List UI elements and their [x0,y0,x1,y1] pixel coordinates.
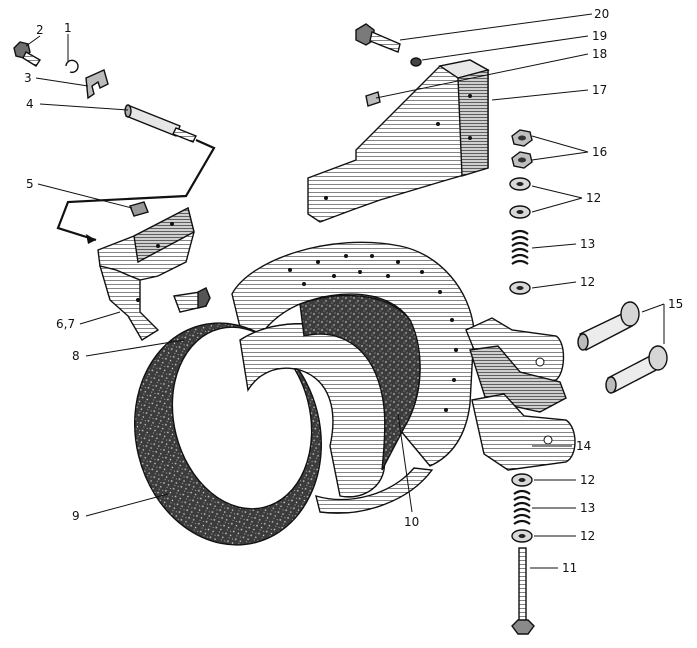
brake-band-9 [134,241,475,546]
washer-12-a [509,177,531,191]
label-1: 1 [64,21,72,35]
part-labels: 1 2 3 4 5 6,7 8 9 10 11 12 12 12 12 13 1… [24,7,683,575]
clip-plate-3 [85,69,109,100]
washer-12-e [511,529,533,543]
washer-12-d [511,473,533,487]
label-9: 9 [72,509,80,523]
label-8: 8 [72,349,80,363]
label-10: 10 [404,515,419,529]
pin-18 [365,91,381,107]
washer-19 [410,57,422,67]
label-12-lower-a: 12 [580,473,595,487]
label-12-upper-a: 12 [586,191,601,205]
label-15: 15 [668,297,683,311]
nut-16-upper [511,129,533,147]
spring-13-upper [511,229,529,265]
label-12-lower-b: 12 [580,529,595,543]
pin-5 [129,201,149,217]
bolt-11 [511,547,535,635]
label-2: 2 [36,23,44,37]
label-3: 3 [24,71,32,85]
bracket-plate-17 [307,59,490,223]
label-19: 19 [592,29,607,43]
pin-15-lower [605,345,668,394]
bracket-ears-14 [465,317,576,471]
label-18: 18 [592,47,607,61]
nut-16-lower [511,151,533,169]
label-4: 4 [26,97,34,111]
adjusting-rod-4 [124,104,197,143]
label-17: 17 [592,83,607,97]
washer-12-b [509,205,531,219]
label-16: 16 [592,145,607,159]
spring-13-lower [513,489,531,525]
label-12-upper-b: 12 [580,275,595,289]
washer-12-c [509,281,531,295]
label-11: 11 [562,561,577,575]
label-13-upper: 13 [580,237,595,251]
pin-15-upper [577,301,640,351]
label-5: 5 [26,177,34,191]
bolt-20 [355,23,401,53]
circlip-1 [65,59,79,74]
label-20: 20 [594,7,609,21]
label-14: 14 [576,439,591,453]
leader-lines [25,13,665,569]
control-wire [56,138,216,242]
label-6-7: 6,7 [56,317,75,331]
bracket-6-7 [97,206,211,341]
label-13-lower: 13 [580,501,595,515]
